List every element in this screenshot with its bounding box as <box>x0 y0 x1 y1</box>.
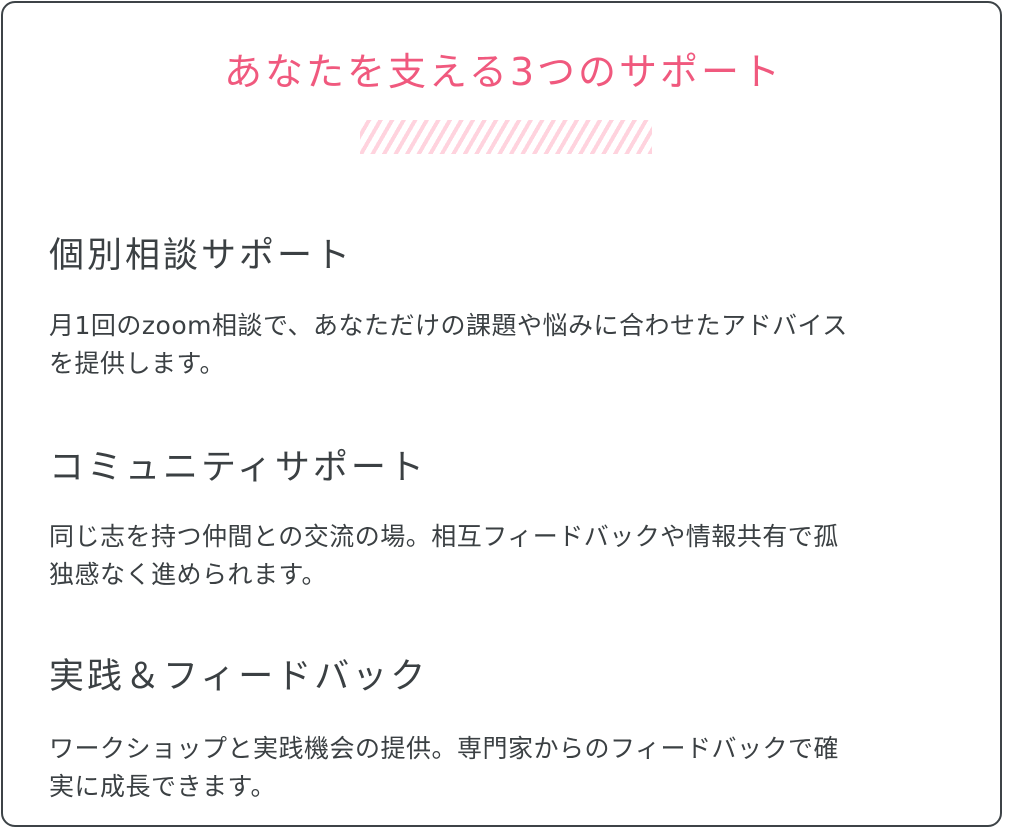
section-body-individual-consultation: 月1回のzoom相談で、あなただけの課題や悩みに合わせたアドバイス を提供します… <box>49 307 964 383</box>
section-body-line: 同じ志を持つ仲間との交流の場。相互フィードバックや情報共有で孤 <box>49 522 839 551</box>
section-body-line: 月1回のzoom相談で、あなただけの課題や悩みに合わせたアドバイス <box>49 311 848 340</box>
section-title-community-support: コミュニティサポート <box>49 448 427 488</box>
heading-stripe-decoration <box>360 120 652 154</box>
section-body-line: 実に成長できます。 <box>49 772 277 801</box>
support-card: あなたを支える3つのサポート 個別相談サポート 月1回のzoom相談で、あなただ… <box>1 1 1002 827</box>
section-body-line: ワークショップと実践機会の提供。専門家からのフィードバックで確 <box>49 734 840 763</box>
section-body-line: を提供します。 <box>49 349 226 378</box>
section-body-practice-feedback: ワークショップと実践機会の提供。専門家からのフィードバックで確 実に成長できます… <box>49 730 964 806</box>
section-body-line: 独感なく進められます。 <box>49 560 328 589</box>
section-title-individual-consultation: 個別相談サポート <box>49 236 354 276</box>
card-heading: あなたを支える3つのサポート <box>223 50 784 94</box>
section-body-community-support: 同じ志を持つ仲間との交流の場。相互フィードバックや情報共有で孤 独感なく進められ… <box>49 518 964 594</box>
section-title-practice-feedback: 実践＆フィードバック <box>49 657 429 697</box>
